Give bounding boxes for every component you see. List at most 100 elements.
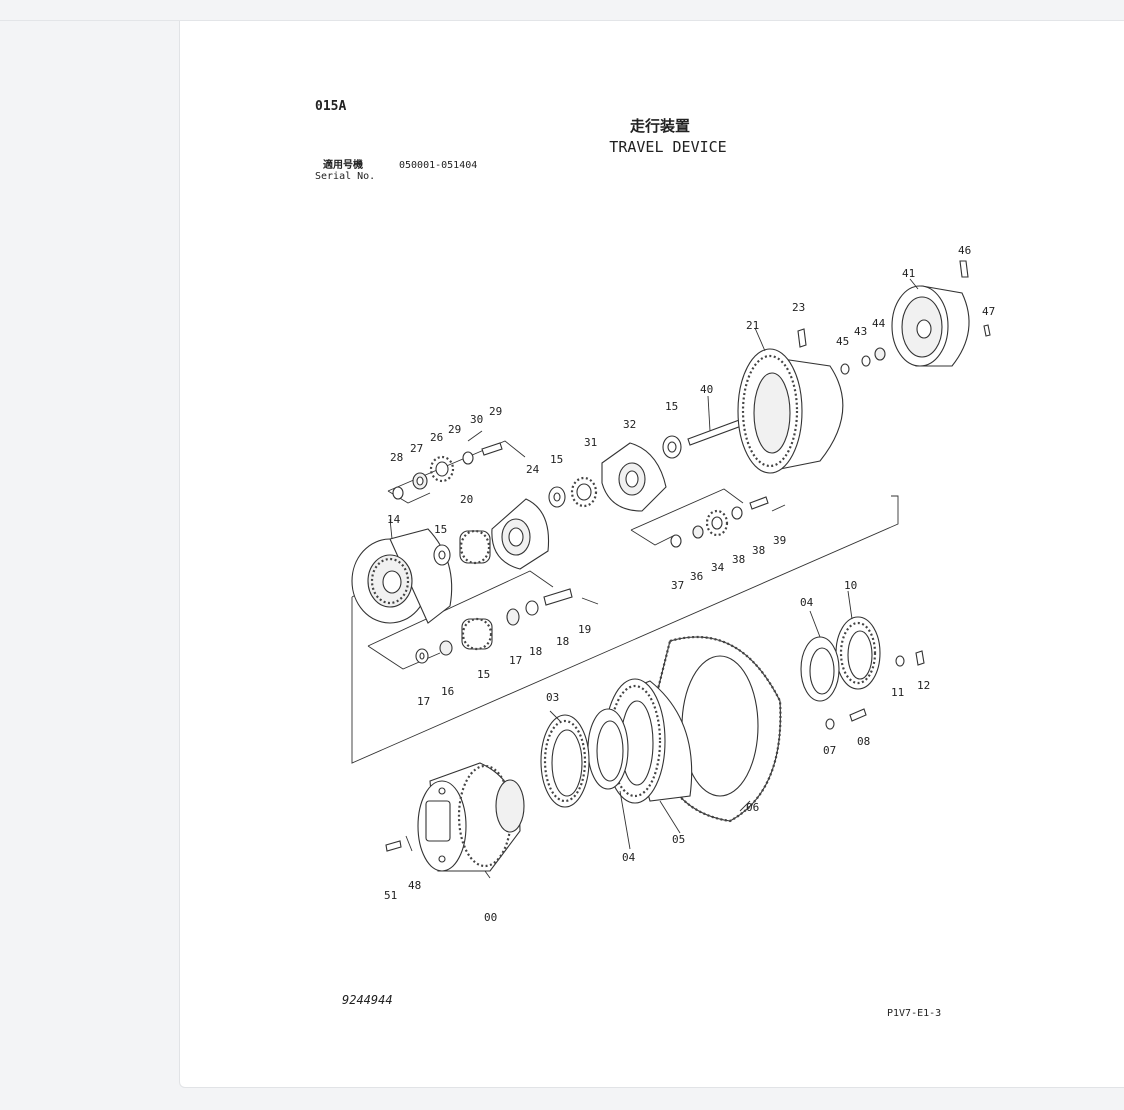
part-12-bolt [915, 650, 925, 666]
part-04-ring-upper [800, 636, 840, 702]
part-44-nut [861, 355, 871, 367]
part-14-carrier [351, 528, 453, 624]
label-17: 17 [509, 654, 522, 667]
label-05: 05 [672, 833, 685, 846]
label-43: 41 [902, 267, 915, 280]
title-english: TRAVEL DEVICE [609, 138, 726, 156]
label-06: 06 [746, 801, 759, 814]
part-03-seal [540, 714, 590, 808]
part-29-washer-b [462, 451, 474, 465]
label-11: 11 [891, 686, 904, 699]
label-32: 31 [584, 436, 597, 449]
drawing-number: 9244944 [342, 993, 393, 1007]
part-37-bearing [692, 525, 704, 539]
part-10-bearing [835, 616, 881, 690]
label-10: 10 [844, 579, 857, 592]
label-07: 07 [823, 744, 836, 757]
part-21-gear [459, 529, 491, 565]
part-18-washer-b [525, 600, 539, 616]
part-08-bolt [849, 708, 867, 722]
label-29: 28 [390, 451, 403, 464]
label-19: 18 [556, 635, 569, 648]
label-52: 51 [384, 889, 397, 902]
label-24: 23 [792, 301, 805, 314]
part-32-planet-gear [570, 476, 598, 508]
part-52-bolt [385, 840, 402, 852]
label-18: 18 [529, 645, 542, 658]
label-40: 39 [773, 534, 786, 547]
part-36-planet-gear [705, 509, 729, 537]
part-24-bolt [797, 328, 807, 348]
part-27-planet-gear [429, 455, 455, 483]
part-07-washer [825, 718, 835, 730]
label-48: 47 [982, 305, 995, 318]
part-51-washer [405, 835, 413, 852]
label-03: 03 [546, 691, 559, 704]
title-japanese: 走行装置 [630, 117, 690, 135]
label-29: 29 [448, 423, 461, 436]
part-04-ring-lower [587, 708, 629, 790]
part-43-cover [891, 285, 970, 367]
label-38: 38 [732, 553, 745, 566]
label-31: 30 [470, 413, 483, 426]
label-16: 15 [477, 668, 490, 681]
part-29-washer-a [392, 486, 404, 500]
page-code: 015A [315, 99, 346, 114]
document-viewer-panel[interactable]: 015A 走行装置 TRAVEL DEVICE 適用号機 Serial No. … [179, 21, 1124, 1088]
label-04: 04 [622, 851, 636, 864]
left-sidebar [0, 21, 178, 1110]
label-36: 34 [711, 561, 725, 574]
part-46-washer [840, 363, 850, 375]
part-17-bearing-b [506, 608, 520, 626]
label-26: 24 [526, 463, 540, 476]
part-34-carrier [601, 442, 667, 512]
part-23-ring-gear [737, 348, 844, 474]
label-51: 48 [408, 879, 421, 892]
label-15: 15 [434, 523, 447, 536]
part-30-pin [481, 442, 503, 456]
label-21: 20 [460, 493, 473, 506]
part-26-carrier [491, 498, 550, 570]
part-38-washer-b [731, 506, 743, 520]
label-14: 14 [387, 513, 401, 526]
part-labels: 00 03 04 04 05 06 07 08 10 11 12 14 15 1… [384, 244, 995, 924]
label-23: 21 [746, 319, 759, 332]
label-04: 04 [800, 596, 814, 609]
serial-label-english: Serial No. [315, 171, 375, 182]
label-17: 16 [441, 685, 454, 698]
serial-range: 050001-051404 [399, 160, 477, 171]
serial-label-japanese: 適用号機 [323, 158, 363, 171]
part-16-planet-gear [461, 617, 493, 651]
part-00-travel-motor [417, 762, 525, 872]
label-37: 36 [690, 570, 703, 583]
part-48-bolt [983, 324, 991, 337]
part-19-pin [543, 588, 573, 606]
parts-diagram-sheet: 015A 走行装置 TRAVEL DEVICE 適用号機 Serial No. … [315, 99, 995, 1019]
label-45: 44 [872, 317, 886, 330]
part-31-spring-pin [467, 430, 483, 442]
sheet-reference: P1V7-E1-3 [887, 1008, 941, 1019]
part-40-spring-pin [771, 504, 786, 512]
label-15: 15 [550, 453, 563, 466]
label-44: 43 [854, 325, 867, 338]
top-divider [0, 20, 1124, 21]
label-28: 27 [410, 442, 423, 455]
label-30: 29 [489, 405, 502, 418]
label-27: 26 [430, 431, 443, 444]
label-08: 08 [857, 735, 870, 748]
outline-bracket [351, 495, 899, 764]
exploded-drawing [351, 260, 991, 879]
label-39: 38 [752, 544, 765, 557]
part-20-spring-pin [581, 597, 599, 605]
part-38-washer-a [670, 534, 682, 548]
label-00: 00 [484, 911, 497, 924]
label-38: 37 [671, 579, 684, 592]
part-11-washer [895, 655, 905, 667]
label-46: 45 [836, 335, 849, 348]
label-34: 32 [623, 418, 636, 431]
part-47-bolt [959, 260, 969, 278]
label-18: 17 [417, 695, 430, 708]
part-17-bearing-a [439, 640, 453, 656]
label-12: 12 [917, 679, 930, 692]
label-20: 19 [578, 623, 591, 636]
